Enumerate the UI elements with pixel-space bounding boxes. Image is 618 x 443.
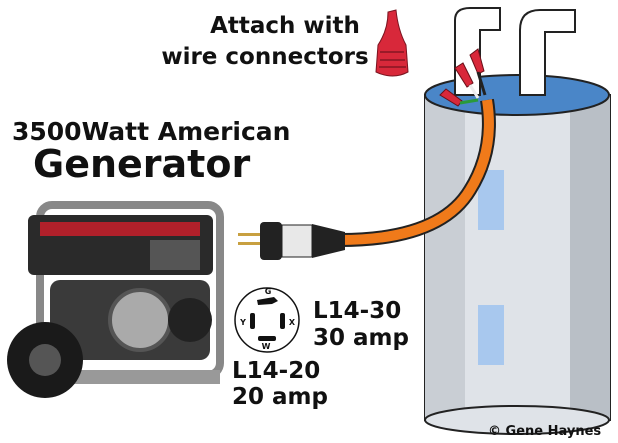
alt-model-label: L14-20 [232, 358, 320, 384]
wire-connectors [439, 48, 485, 107]
pin-label-y: Y [239, 318, 246, 327]
l14-receptacle-diagram: G Y X W [234, 287, 300, 353]
primary-rating-label: 30 amp [313, 325, 409, 351]
pin-label-g: G [265, 287, 272, 296]
callout-line2: wire connectors [161, 44, 368, 70]
copyright-credit: © Gene Haynes [488, 424, 601, 439]
alt-rating-label: 20 amp [232, 384, 328, 410]
wires [459, 71, 487, 105]
heater-access-panel-lower [478, 305, 504, 365]
title-line2: Generator [33, 142, 250, 186]
generator [7, 201, 224, 398]
pin-label-x: X [289, 318, 296, 327]
primary-model-label: L14-30 [313, 298, 401, 324]
twist-lock-plug [238, 222, 345, 260]
water-heater [424, 74, 611, 435]
pin-label-w: W [262, 342, 271, 351]
title-line1: 3500Watt American [12, 117, 290, 146]
callout-line1: Attach with [210, 13, 360, 39]
wire-connector-icon [375, 9, 409, 77]
